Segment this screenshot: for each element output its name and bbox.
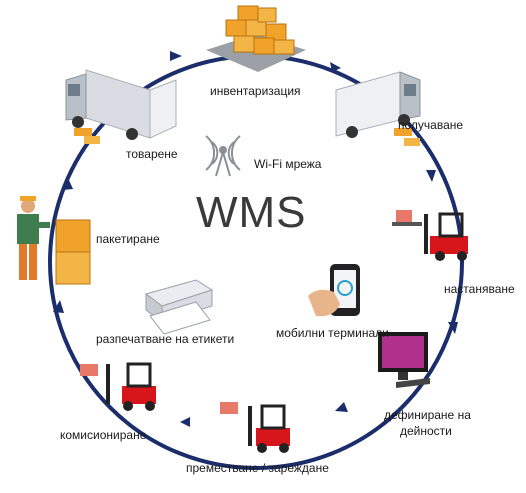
label-moving: преместване / зареждане	[186, 461, 329, 475]
label-loading: товарене	[126, 147, 178, 161]
label-packing: пакетиране	[96, 232, 160, 246]
label-putaway: настаняване	[444, 282, 515, 296]
forklift-icon	[220, 402, 290, 453]
label-picking: комисиониране	[60, 428, 147, 442]
label-inventory: инвентаризация	[210, 84, 301, 98]
truck-icon	[335, 71, 421, 146]
wms-title: WMS	[196, 188, 307, 237]
mobile-terminal-icon	[308, 264, 360, 317]
pallet-boxes-icon	[206, 5, 306, 72]
arrow-icon	[335, 402, 348, 412]
wifi-antenna-icon	[205, 135, 241, 177]
forklift-icon	[392, 210, 468, 261]
package-boxes-icon	[55, 219, 91, 285]
arrow-icon	[448, 322, 458, 334]
arrow-icon	[53, 300, 64, 313]
arrow-icon	[330, 62, 341, 72]
label-printer-icon	[144, 279, 214, 335]
arrow-icon	[180, 417, 190, 427]
label-label-printing: разпечатване на етикети	[96, 332, 235, 346]
arrow-icon	[170, 51, 182, 61]
cycle-arrows	[53, 51, 458, 427]
forklift-icon	[80, 362, 156, 411]
arrow-icon	[63, 178, 73, 190]
label-mobile-terminals: мобилни терминали	[276, 326, 389, 340]
monitor-icon	[378, 332, 430, 388]
label-define-line1: дефиниране на	[384, 408, 471, 422]
truck-icon	[65, 69, 177, 144]
label-define-line2: дейности	[400, 424, 452, 438]
arrow-icon	[426, 170, 436, 182]
label-receiving: получаване	[398, 118, 464, 132]
worker-icon	[17, 196, 50, 280]
wifi-label: Wi-Fi мрежа	[254, 157, 322, 171]
